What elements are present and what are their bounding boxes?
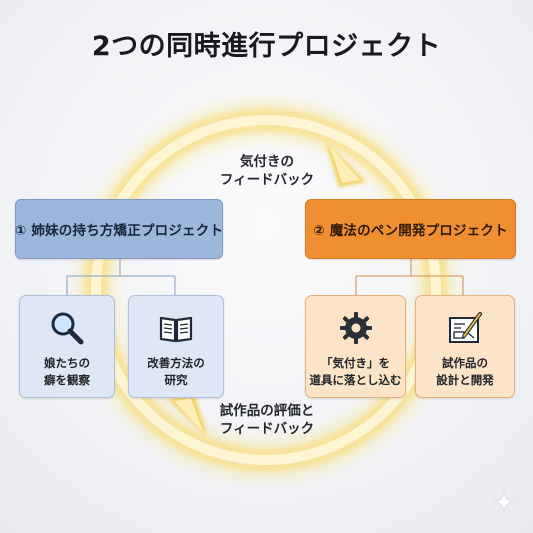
bottom-arrowhead bbox=[168, 393, 207, 436]
blueprint-pencil-icon bbox=[449, 312, 482, 343]
left-card-research-line-2: 研究 bbox=[164, 373, 188, 387]
diagram-title: 2つの同時進行プロジェクト bbox=[91, 31, 442, 62]
right-connector bbox=[355, 259, 464, 295]
left-card-research-text: 改善方法の 研究 bbox=[129, 355, 223, 389]
left-card-observe: 娘たちの 癖を観察 bbox=[19, 295, 115, 398]
left-card-observe-text: 娘たちの 癖を観察 bbox=[20, 355, 114, 389]
bottom-cycle-label-line-2: フィードバック bbox=[219, 421, 315, 437]
right-card-insight-text: 「気付き」を 道具に落とし込む bbox=[306, 355, 405, 389]
bottom-cycle-label-line-1: 試作品の評価と bbox=[219, 403, 315, 419]
right-card-insight: 「気付き」を 道具に落とし込む bbox=[305, 295, 406, 398]
gear-icon bbox=[339, 312, 372, 344]
magnifying-glass-icon bbox=[51, 312, 84, 345]
left-connector bbox=[66, 259, 176, 295]
project-left-box: ① 姉妹の持ち方矯正プロジェクト bbox=[15, 199, 223, 259]
right-card-insight-line-2: 道具に落とし込む bbox=[309, 373, 402, 387]
cycle-ring bbox=[75, 99, 457, 481]
top-cycle-label-line-1: 気付きの bbox=[240, 154, 294, 170]
left-card-research-line-1: 改善方法の bbox=[147, 356, 205, 370]
project-right-box: ② 魔法のペン開発プロジェクト bbox=[305, 199, 516, 259]
left-card-observe-line-2: 癖を観察 bbox=[44, 373, 90, 387]
right-card-prototype-line-2: 設計と開発 bbox=[436, 373, 494, 387]
left-card-observe-line-1: 娘たちの bbox=[44, 356, 90, 370]
top-arrowhead bbox=[326, 143, 366, 187]
bottom-cycle-label: 試作品の評価と フィードバック bbox=[205, 402, 329, 438]
sparkle-icon bbox=[493, 491, 515, 513]
right-card-prototype-text: 試作品の 設計と開発 bbox=[416, 355, 514, 389]
right-card-prototype-line-1: 試作品の bbox=[442, 356, 488, 370]
right-card-insight-line-1: 「気付き」を bbox=[321, 356, 390, 370]
open-book-icon bbox=[159, 316, 193, 343]
right-card-prototype: 試作品の 設計と開発 bbox=[415, 295, 515, 398]
left-card-research: 改善方法の 研究 bbox=[128, 295, 224, 398]
top-cycle-label: 気付きの フィードバック bbox=[207, 153, 327, 189]
top-cycle-label-line-2: フィードバック bbox=[219, 172, 315, 188]
